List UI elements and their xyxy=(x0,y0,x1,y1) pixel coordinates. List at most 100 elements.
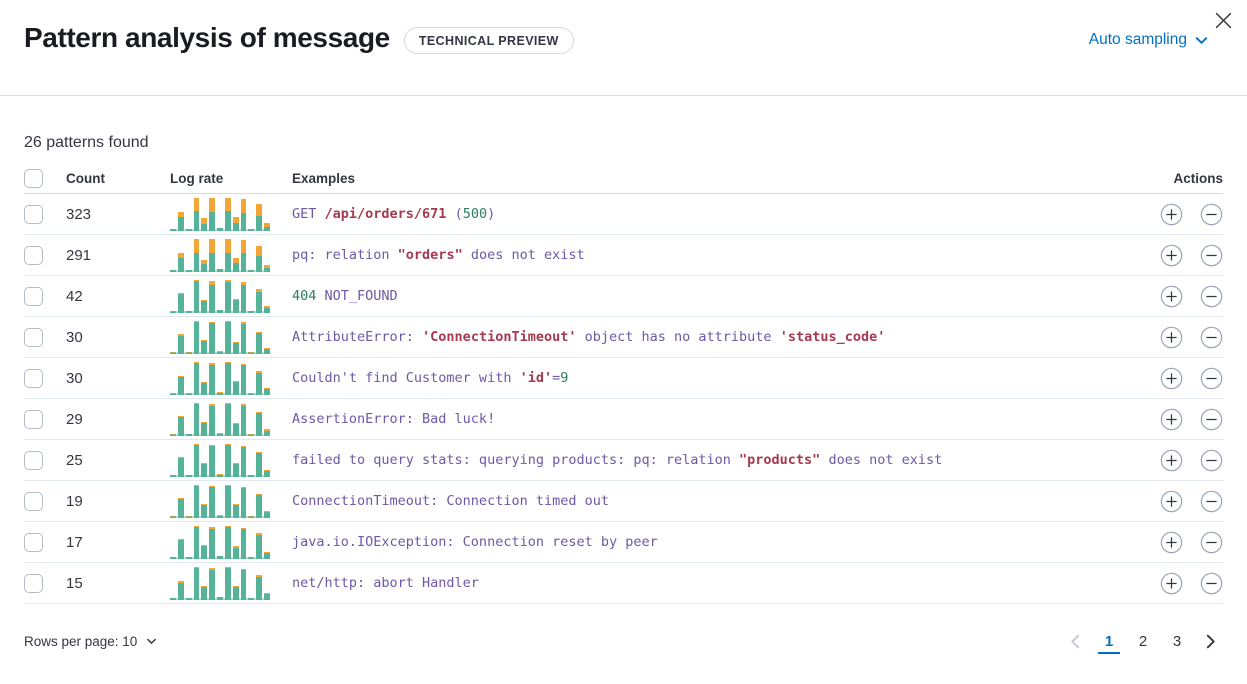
sparkline-bar xyxy=(232,341,239,354)
sparkline-bar xyxy=(224,525,231,559)
row-checkbox[interactable] xyxy=(24,532,43,552)
page-button-2[interactable]: 2 xyxy=(1132,628,1154,654)
row-count: 15 xyxy=(66,574,83,592)
row-checkbox[interactable] xyxy=(24,204,43,224)
sparkline-bar xyxy=(193,484,200,518)
sparkline-bar xyxy=(232,258,239,272)
row-checkbox[interactable] xyxy=(24,573,43,593)
select-all-checkbox[interactable] xyxy=(24,169,43,188)
page-button-3[interactable]: 3 xyxy=(1166,628,1188,654)
sparkline-bar xyxy=(248,228,255,231)
sparkline-bar xyxy=(193,320,200,354)
plus-circle-icon xyxy=(1160,244,1183,267)
filter-in-button[interactable] xyxy=(1160,408,1183,431)
row-count: 30 xyxy=(66,369,83,387)
filter-in-button[interactable] xyxy=(1160,326,1183,349)
sparkline-bar xyxy=(193,566,200,600)
filter-out-button[interactable] xyxy=(1200,449,1223,472)
sparkline-bar xyxy=(177,212,184,231)
sparkline-bar xyxy=(232,298,239,313)
next-page-button[interactable] xyxy=(1198,633,1223,650)
sparkline-bar xyxy=(170,515,176,518)
sparkline-bar xyxy=(201,463,208,477)
sparkline-bar xyxy=(240,240,247,272)
row-checkbox[interactable] xyxy=(24,491,43,511)
sparkline-bar xyxy=(193,525,200,559)
sparkline-bar xyxy=(240,363,247,395)
sparkline-bar xyxy=(256,288,263,313)
sampling-dropdown[interactable]: Auto sampling xyxy=(1089,31,1209,49)
sparkline-bar xyxy=(264,223,270,231)
sparkline-bar xyxy=(193,238,200,272)
page-button-1[interactable]: 1 xyxy=(1098,630,1120,654)
example-text: java.io.IOException: Connection reset by… xyxy=(292,534,658,550)
minus-circle-icon xyxy=(1200,203,1223,226)
sparkline-bar xyxy=(201,381,208,395)
sparkline-bar xyxy=(177,253,184,272)
filter-out-button[interactable] xyxy=(1200,203,1223,226)
row-checkbox[interactable] xyxy=(24,368,43,388)
rows-per-page-button[interactable]: Rows per page: 10 xyxy=(24,634,158,649)
sparkline-bar xyxy=(201,586,208,600)
filter-in-button[interactable] xyxy=(1160,531,1183,554)
rows-per-page-label: Rows per page: 10 xyxy=(24,633,138,649)
sparkline-bar xyxy=(177,457,184,477)
plus-circle-icon xyxy=(1160,285,1183,308)
row-checkbox[interactable] xyxy=(24,245,43,265)
example-text: AssertionError: Bad luck! xyxy=(292,411,496,427)
close-button[interactable] xyxy=(1211,8,1235,32)
sparkline-bar xyxy=(209,486,216,518)
sparkline-bar xyxy=(248,392,255,395)
sparkline-bar xyxy=(248,597,255,600)
sparkline-bar xyxy=(185,515,192,518)
sparkline-bar xyxy=(224,279,231,313)
sparkline-bar xyxy=(209,363,216,395)
column-header-log-rate: Log rate xyxy=(170,171,224,186)
sparkline-bar xyxy=(224,484,231,518)
sparkline-bar xyxy=(209,197,216,231)
example-text: ConnectionTimeout: Connection timed out xyxy=(292,493,609,509)
filter-in-button[interactable] xyxy=(1160,449,1183,472)
filter-out-button[interactable] xyxy=(1200,285,1223,308)
row-checkbox[interactable] xyxy=(24,286,43,306)
sparkline-bar xyxy=(185,597,192,600)
row-checkbox[interactable] xyxy=(24,450,43,470)
row-checkbox[interactable] xyxy=(24,327,43,347)
sparkline-bar xyxy=(170,556,176,559)
filter-out-button[interactable] xyxy=(1200,367,1223,390)
filter-out-button[interactable] xyxy=(1200,572,1223,595)
filter-out-button[interactable] xyxy=(1200,244,1223,267)
sparkline-bar xyxy=(240,487,247,518)
sparkline-bar xyxy=(217,433,223,436)
row-checkbox[interactable] xyxy=(24,409,43,429)
sparkline-bar xyxy=(185,228,192,231)
technical-preview-badge: TECHNICAL PREVIEW xyxy=(403,26,574,54)
sparkline-bar xyxy=(201,422,208,436)
sparkline-bar xyxy=(209,403,216,436)
sparkline-bar xyxy=(177,539,184,559)
sparkline-bar xyxy=(170,269,176,272)
filter-out-button[interactable] xyxy=(1200,326,1223,349)
filter-in-button[interactable] xyxy=(1160,244,1183,267)
sparkline-bar xyxy=(201,545,208,559)
sparkline-bar xyxy=(248,351,255,354)
filter-in-button[interactable] xyxy=(1160,490,1183,513)
previous-page-button[interactable] xyxy=(1063,633,1088,650)
sparkline-bar xyxy=(217,228,223,231)
log-rate-sparkline xyxy=(170,361,270,395)
filter-in-button[interactable] xyxy=(1160,203,1183,226)
example-text: AttributeError: 'ConnectionTimeout' obje… xyxy=(292,329,886,345)
sparkline-bar xyxy=(185,269,192,272)
sparkline-bar xyxy=(224,197,231,231)
sparkline-bar xyxy=(264,264,270,272)
sparkline-bar xyxy=(248,515,255,518)
sparkline-bar xyxy=(193,361,200,395)
filter-out-button[interactable] xyxy=(1200,531,1223,554)
filter-in-button[interactable] xyxy=(1160,285,1183,308)
sparkline-bar xyxy=(264,592,270,600)
filter-out-button[interactable] xyxy=(1200,408,1223,431)
filter-in-button[interactable] xyxy=(1160,572,1183,595)
minus-circle-icon xyxy=(1200,367,1223,390)
filter-in-button[interactable] xyxy=(1160,367,1183,390)
filter-out-button[interactable] xyxy=(1200,490,1223,513)
